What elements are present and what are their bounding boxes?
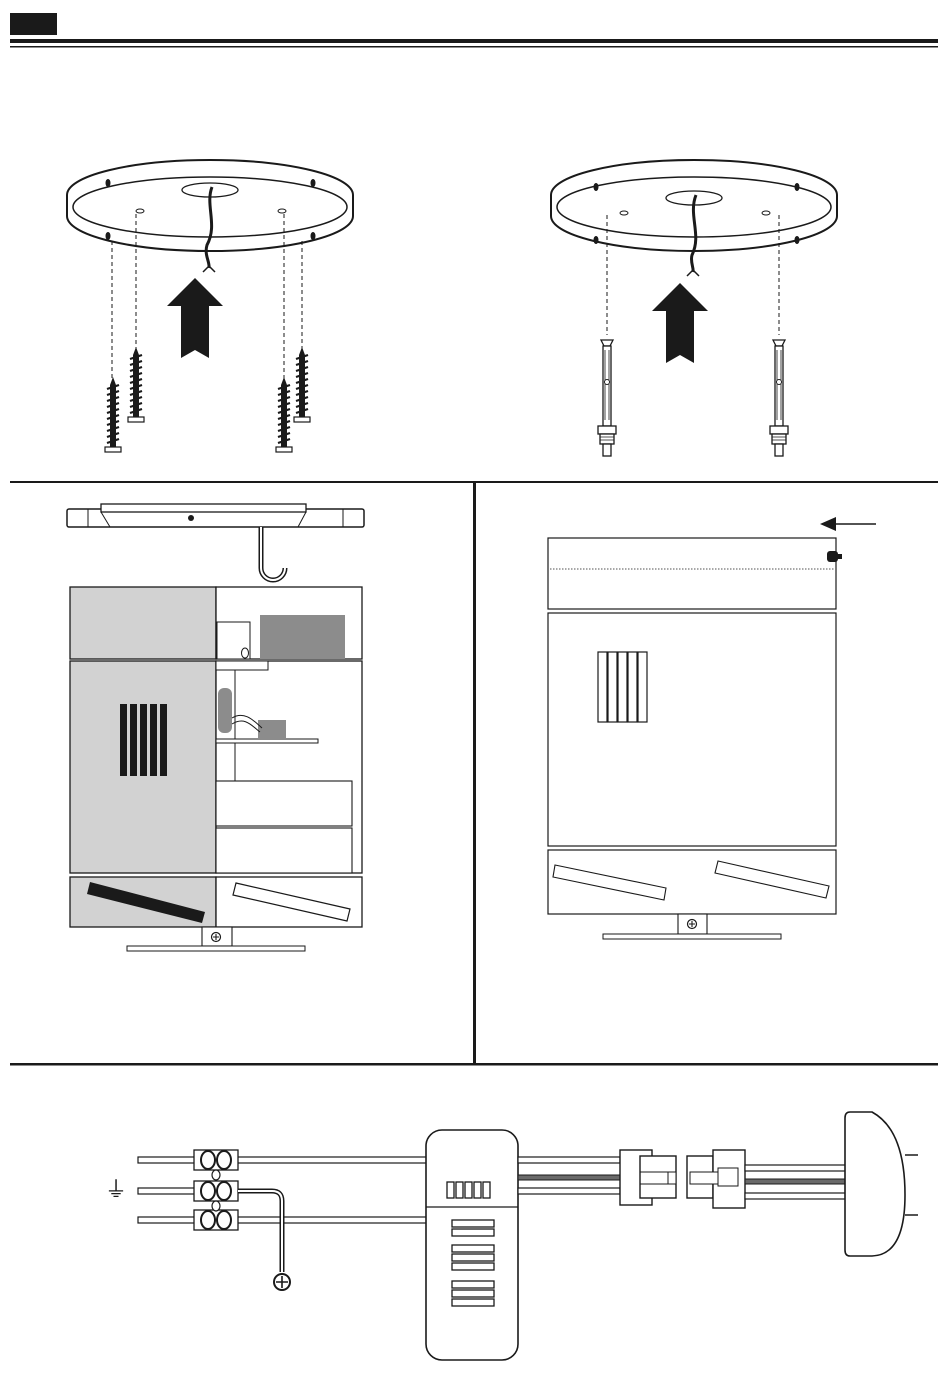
up-arrow-icon — [652, 283, 708, 363]
hook-icon — [261, 527, 285, 580]
terminal-block — [194, 1150, 238, 1230]
lamp-head-icon — [845, 1112, 918, 1256]
step-hook-fixture — [67, 504, 364, 951]
header-tag — [10, 13, 57, 35]
divider-horizontal-bottom — [10, 1063, 938, 1066]
up-arrow-icon — [167, 278, 223, 358]
wood-screw-icon — [105, 377, 121, 452]
lamp-cable — [745, 1165, 850, 1199]
left-arrow-icon — [820, 517, 876, 531]
output-cable — [518, 1157, 620, 1194]
wood-screw-icon — [276, 377, 292, 452]
connector-male — [620, 1150, 676, 1205]
page-header — [10, 13, 938, 48]
ground-symbol-icon: ⏚ — [105, 1178, 127, 1203]
led-driver — [426, 1130, 518, 1360]
step-wiring: ⏚ — [105, 1112, 918, 1360]
connector-female — [687, 1150, 745, 1208]
step-mount-anchors — [551, 160, 837, 456]
anchor-bolt-icon — [598, 340, 616, 456]
knob — [827, 551, 838, 562]
header-rule-thick — [10, 39, 938, 43]
screw-icon — [688, 920, 697, 929]
divider-vertical — [473, 481, 476, 1065]
driver-block — [260, 615, 345, 659]
screw-icon — [212, 933, 221, 942]
header-rule-thin — [10, 46, 938, 48]
mount-plate-left — [67, 160, 353, 380]
step-mount-screws — [67, 160, 353, 452]
step-front-panel — [548, 517, 876, 939]
vent-slots-outline-icon — [598, 652, 647, 722]
wood-screw-icon — [294, 347, 310, 422]
ground-lead — [238, 1191, 282, 1272]
fixture-side-profile — [67, 504, 364, 527]
anchor-bolt-icon — [770, 340, 788, 456]
gray-block-top-left — [70, 587, 216, 659]
wood-screw-icon — [128, 347, 144, 422]
earth-screw-icon — [274, 1274, 290, 1290]
